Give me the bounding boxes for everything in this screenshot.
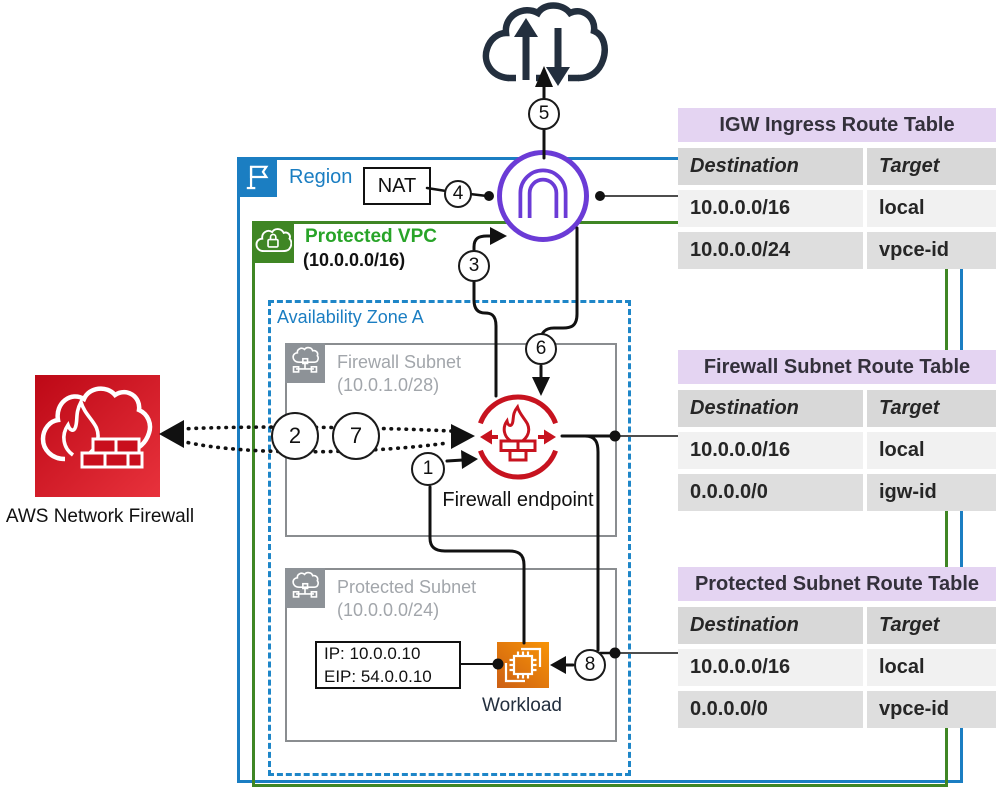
route-table-title: Protected Subnet Route Table — [678, 567, 996, 601]
step-circle-2: 2 — [271, 412, 319, 460]
column-header: Target — [867, 390, 996, 427]
table-cell: vpce-id — [867, 232, 996, 269]
network-firewall-label: AWS Network Firewall — [5, 506, 195, 527]
protected-subnet-label: Protected Subnet — [337, 577, 477, 597]
internet-gateway-icon — [496, 149, 590, 243]
region-flag-icon — [237, 157, 277, 197]
column-header: Destination — [678, 607, 863, 644]
firewall-endpoint-label: Firewall endpoint — [442, 489, 594, 511]
table-cell: local — [867, 432, 996, 469]
step-circle-5: 5 — [528, 98, 560, 130]
column-header: Target — [867, 607, 996, 644]
igw-ingress-route-table: IGW Ingress Route Table Destination Targ… — [678, 108, 996, 269]
aws-network-firewall-diagram: { "colors": { "region_blue": "#1B7EC2", … — [5, 0, 996, 787]
table-cell: 10.0.0.0/16 — [678, 190, 863, 227]
table-cell: 10.0.0.0/16 — [678, 432, 863, 469]
table-cell: local — [867, 190, 996, 227]
column-header: Destination — [678, 148, 863, 185]
connection-lines — [159, 66, 679, 674]
step-circle-3: 3 — [458, 250, 490, 282]
ip-address-box: IP: 10.0.0.10 EIP: 54.0.0.10 — [315, 641, 461, 689]
protected-subnet-cidr: (10.0.0.0/24) — [337, 600, 440, 620]
firewall-subnet-label: Firewall Subnet — [337, 352, 462, 372]
internet-cloud-icon — [478, 0, 610, 95]
protected-subnet-icon — [285, 568, 325, 608]
workload-icon — [497, 642, 549, 688]
table-cell: igw-id — [867, 474, 996, 511]
ip-line: IP: 10.0.0.10 — [324, 644, 421, 663]
firewall-subnet-icon — [285, 343, 325, 383]
step-circle-7: 7 — [332, 412, 380, 460]
step-circle-6: 6 — [525, 333, 557, 365]
vpc-cloud-lock-icon — [252, 221, 294, 263]
table-cell: local — [867, 649, 996, 686]
table-cell: vpce-id — [867, 691, 996, 728]
aws-network-firewall-icon — [35, 375, 160, 497]
step-circle-1: 1 — [411, 452, 445, 486]
vpc-cidr: (10.0.0.0/16) — [303, 250, 406, 270]
workload-label: Workload — [482, 695, 562, 716]
availability-zone-label: Availability Zone A — [277, 307, 424, 327]
firewall-subnet-route-table: Firewall Subnet Route Table Destination … — [678, 350, 996, 511]
firewall-endpoint-icon — [474, 393, 562, 481]
table-cell: 0.0.0.0/0 — [678, 474, 863, 511]
route-table-title: Firewall Subnet Route Table — [678, 350, 996, 384]
route-table-title: IGW Ingress Route Table — [678, 108, 996, 142]
vpc-label: Protected VPC — [305, 226, 437, 247]
step-circle-8: 8 — [574, 649, 606, 681]
column-header: Target — [867, 148, 996, 185]
protected-subnet-route-table: Protected Subnet Route Table Destination… — [678, 567, 996, 728]
table-cell: 0.0.0.0/0 — [678, 691, 863, 728]
table-cell: 10.0.0.0/16 — [678, 649, 863, 686]
region-label: Region — [289, 166, 353, 188]
step-circle-4: 4 — [444, 180, 472, 208]
eip-line: EIP: 54.0.0.10 — [324, 667, 432, 686]
nat-box: NAT — [363, 167, 431, 205]
column-header: Destination — [678, 390, 863, 427]
table-cell: 10.0.0.0/24 — [678, 232, 863, 269]
firewall-subnet-cidr: (10.0.1.0/28) — [337, 375, 440, 395]
